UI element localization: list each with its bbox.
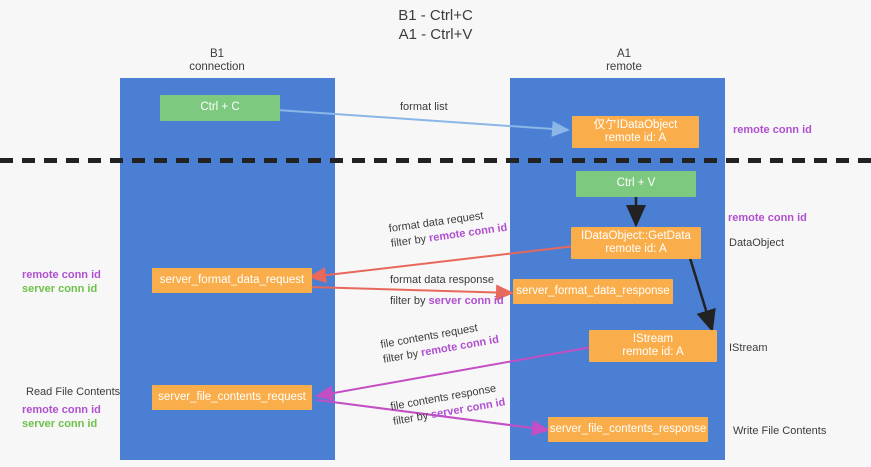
annotation-remote-conn-id: remote conn id bbox=[22, 404, 101, 416]
annotation-remote-conn-id: remote conn id bbox=[22, 269, 101, 281]
annotation-text: IStream bbox=[729, 342, 768, 354]
node-server-file-contents-response-label: server_file_contents_response bbox=[549, 422, 707, 435]
column-b1-sub: connection bbox=[189, 61, 245, 73]
annotation-right-istream: IStream bbox=[729, 341, 768, 355]
node-ctrl-c-label: Ctrl + C bbox=[200, 101, 240, 114]
annotation-text: Write File Contents bbox=[733, 425, 827, 437]
node-getdata-line1: IDataObject::GetData bbox=[581, 229, 691, 242]
filter-prefix: filter by bbox=[390, 232, 430, 250]
annotation-left-conn-ids-mid: remote conn id server conn id bbox=[22, 268, 101, 296]
node-idataobject-top-line2: remote id: A bbox=[604, 132, 667, 144]
node-istream-line2: remote id: A bbox=[622, 346, 684, 358]
filter-prefix: filter by bbox=[390, 295, 429, 307]
annotation-text: remote conn id bbox=[728, 212, 807, 224]
annotation-text: remote conn id bbox=[733, 124, 812, 136]
edge-label-file-contents-request: file contents request filter by remote c… bbox=[379, 318, 500, 368]
annotation-right-dataobject: DataObject bbox=[729, 236, 784, 250]
node-ctrl-v[interactable]: Ctrl + V bbox=[576, 171, 696, 197]
node-server-format-data-request[interactable]: server_format_data_request bbox=[152, 268, 312, 293]
column-a1-name: A1 bbox=[616, 48, 632, 60]
node-idataobject-getdata[interactable]: IDataObject::GetData remote id: A bbox=[571, 227, 701, 259]
annotation-left-read-file-contents: Read File Contents bbox=[26, 385, 120, 399]
column-header-b1: B1 connection bbox=[132, 48, 302, 74]
node-idataobject-top[interactable]: 仅亇IDataObject remote id: A bbox=[572, 116, 699, 148]
column-header-a1: A1 remote bbox=[539, 48, 709, 74]
node-server-format-data-response-label: server_format_data_response bbox=[516, 284, 670, 297]
title-line-1: B1 - Ctrl+C bbox=[398, 7, 473, 24]
node-ctrl-c[interactable]: Ctrl + C bbox=[160, 95, 280, 121]
annotation-right-remote-conn-id-mid: remote conn id bbox=[728, 211, 807, 225]
diagram-title: B1 - Ctrl+C A1 - Ctrl+V bbox=[0, 6, 871, 44]
edge-format-data-response-filter: filter by server conn id bbox=[390, 294, 504, 309]
node-server-format-data-response[interactable]: server_format_data_response bbox=[513, 279, 673, 304]
annotation-right-write-file-contents: Write File Contents bbox=[733, 424, 826, 438]
node-ctrl-v-label: Ctrl + V bbox=[616, 177, 656, 190]
edge-label-file-contents-response: file contents response filter by server … bbox=[389, 380, 507, 429]
node-server-file-contents-request[interactable]: server_file_contents_request bbox=[152, 385, 312, 410]
annotation-server-conn-id: server conn id bbox=[22, 283, 98, 295]
node-getdata-line2: remote id: A bbox=[605, 243, 667, 255]
annotation-text: Read File Contents bbox=[26, 386, 121, 398]
title-line-2: A1 - Ctrl+V bbox=[398, 26, 473, 43]
column-a1-sub: remote bbox=[606, 61, 642, 73]
column-b1-name: B1 bbox=[209, 48, 225, 60]
edge-format-data-response-title: format data response bbox=[390, 274, 494, 286]
annotation-right-remote-conn-id-top: remote conn id bbox=[733, 123, 812, 137]
section-divider bbox=[0, 158, 871, 163]
annotation-left-conn-ids-low: remote conn id server conn id bbox=[22, 403, 101, 431]
node-idataobject-top-line1: 仅亇IDataObject bbox=[593, 118, 678, 131]
annotation-text: DataObject bbox=[729, 237, 785, 249]
node-server-file-contents-response[interactable]: server_file_contents_response bbox=[548, 417, 708, 442]
node-server-file-contents-request-label: server_file_contents_request bbox=[158, 390, 306, 403]
edge-label-format-data-request: format data request filter by remote con… bbox=[388, 206, 508, 252]
filter-key-server-conn-id: server conn id bbox=[428, 295, 504, 307]
node-istream[interactable]: IStream remote id: A bbox=[589, 330, 717, 362]
edge-label-format-list-text: format list bbox=[400, 101, 448, 113]
node-server-format-data-request-label: server_format_data_request bbox=[159, 273, 305, 286]
node-istream-line1: IStream bbox=[632, 332, 674, 345]
edge-label-format-data-response: format data response filter by server co… bbox=[390, 273, 504, 309]
edge-label-format-list: format list bbox=[400, 100, 448, 115]
annotation-server-conn-id: server conn id bbox=[22, 418, 98, 430]
